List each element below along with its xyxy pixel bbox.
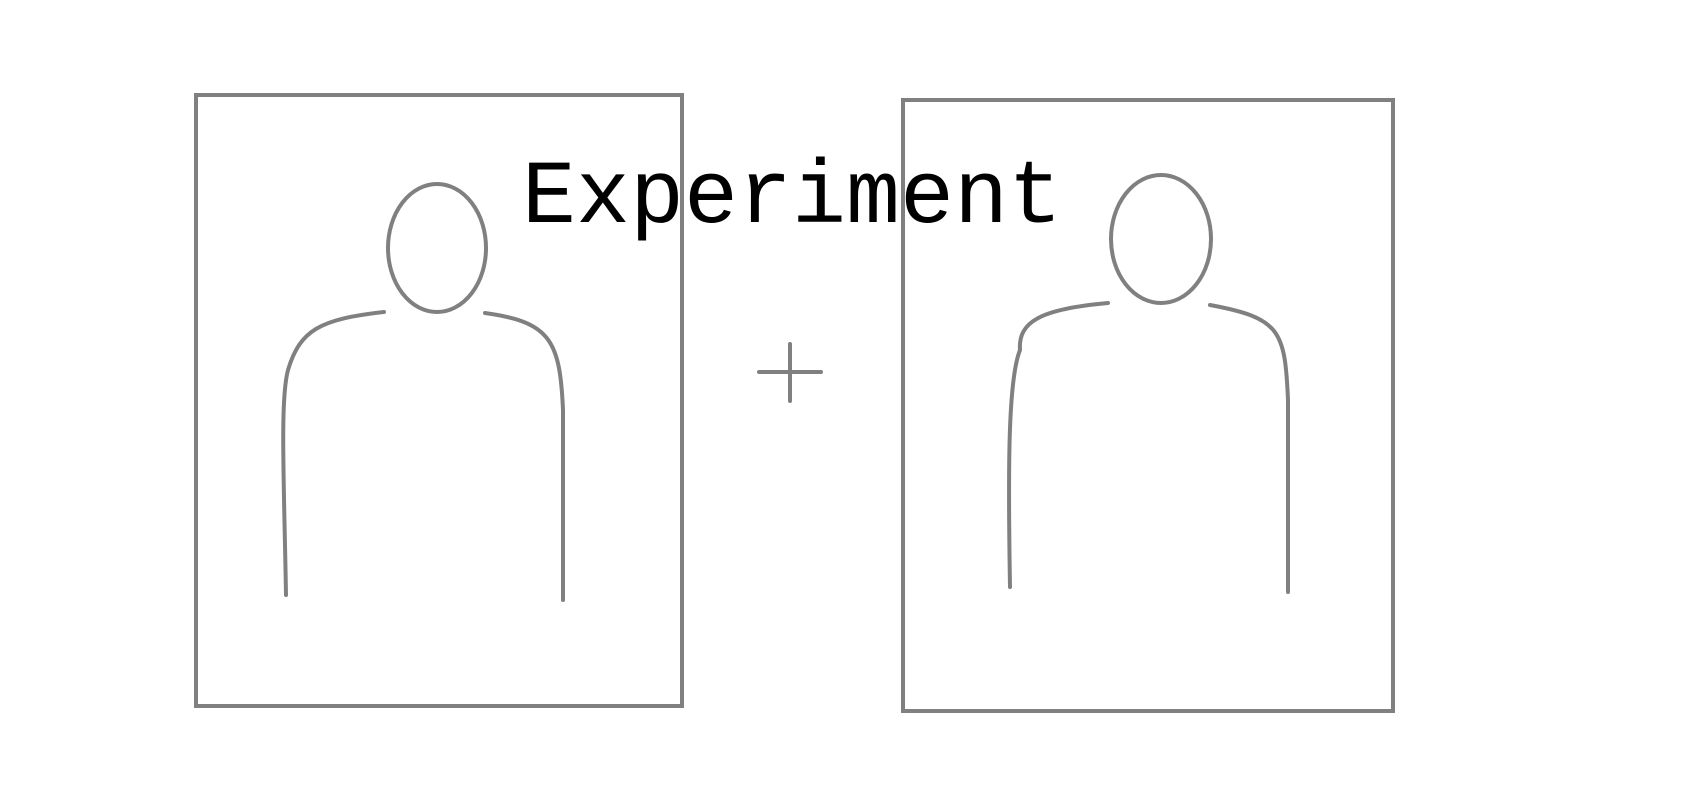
left-frame [194, 93, 684, 708]
right-person-icon [1007, 173, 1290, 594]
fixation-cross-icon [757, 342, 823, 403]
title-text: Experiment [522, 148, 1062, 250]
right-stimulus-panel[interactable] [901, 98, 1395, 713]
left-person-icon [281, 182, 565, 602]
right-frame [901, 98, 1395, 713]
left-stimulus-panel[interactable] [194, 93, 684, 708]
